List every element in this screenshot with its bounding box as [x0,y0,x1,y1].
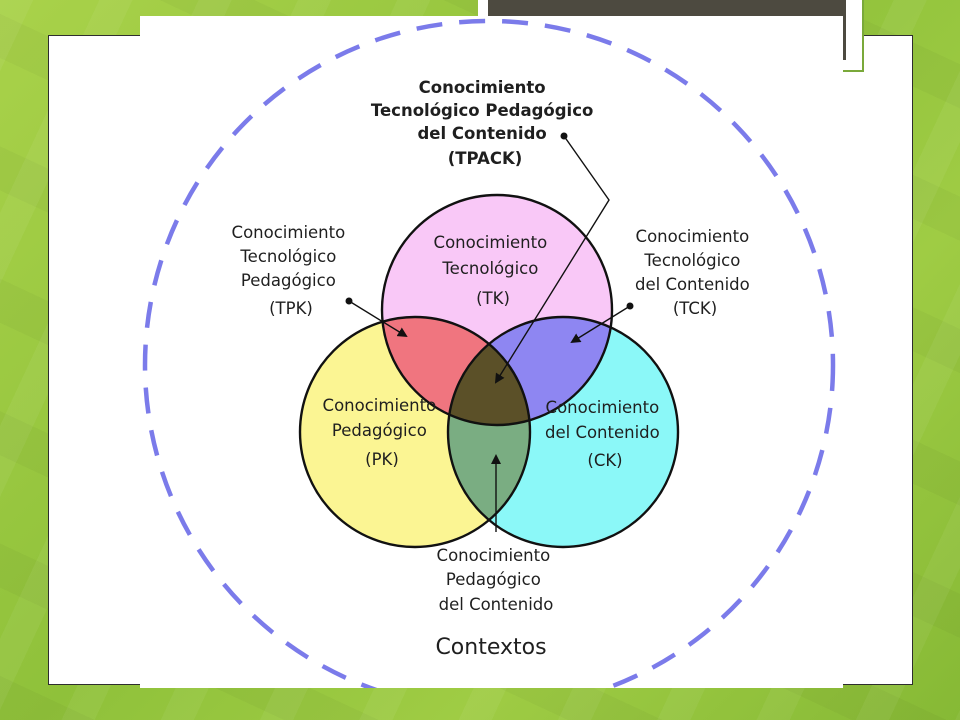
pck-label: Conocimiento Pedagógico del Contenido [437,546,556,614]
tpack-diagram: Conocimiento Tecnológico (TK) Conocimien… [140,16,843,688]
tck-label: Conocimiento Tecnológico del Contenido (… [635,227,755,318]
tck-pointer [570,305,631,344]
pk-label: Conocimiento Pedagógico (PK) [323,396,442,469]
tk-outline [380,193,614,427]
context-label: Contextos [435,635,546,660]
circle-outlines [298,193,680,549]
ck-outline [446,315,680,549]
tk-label: Conocimiento Tecnológico (TK) [434,233,553,308]
context-ring [142,18,836,688]
tpk-pointer-dot [345,297,353,305]
tpk-pointer [348,300,408,338]
tpack-diagram-svg: Conocimiento Tecnológico (TK) Conocimien… [142,18,836,688]
tpack-overlap [448,317,530,425]
tpk-label: Conocimiento Tecnológico Pedagógico (TPK… [232,223,351,318]
tpack-pointer-dot [560,132,568,140]
tpack-pointer [494,135,610,384]
ck-label: Conocimiento del Contenido (CK) [545,398,665,470]
pk-outline [298,315,532,549]
tck-pointer-dot [626,302,634,310]
tpack-label: Conocimiento Tecnológico Pedagógico del … [371,78,599,168]
